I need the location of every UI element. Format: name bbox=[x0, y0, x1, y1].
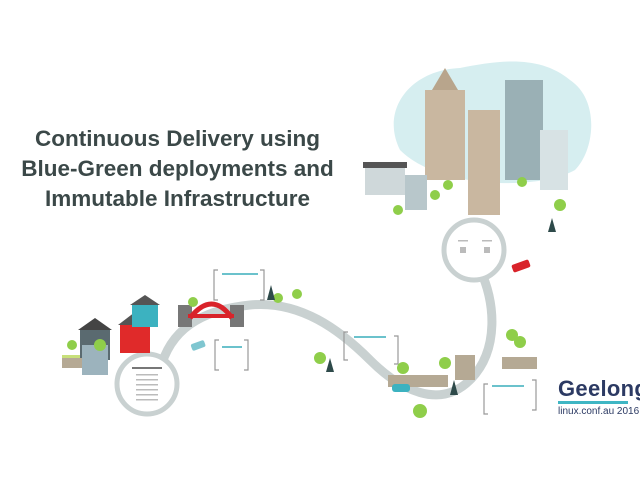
bridge bbox=[178, 301, 244, 327]
teal-car bbox=[392, 384, 410, 392]
blue-car bbox=[190, 340, 206, 351]
geelong-logo: Geelong linux.conf.au 2016 bbox=[558, 378, 640, 417]
logo-main-text: Geelong bbox=[558, 376, 640, 401]
presentation-title: Continuous Delivery using Blue-Green dep… bbox=[10, 124, 345, 214]
title-line-1: Continuous Delivery using bbox=[34, 126, 321, 151]
title-line-3: Immutable Infrastructure bbox=[44, 186, 311, 211]
frame-bottom[interactable] bbox=[483, 379, 537, 415]
frame-right[interactable] bbox=[343, 331, 399, 365]
topic-circle-top[interactable] bbox=[441, 217, 507, 283]
red-car bbox=[511, 259, 531, 273]
logo-accent-bar bbox=[558, 401, 628, 404]
logo-sub-text: linux.conf.au 2016 bbox=[558, 406, 640, 417]
frame-middle[interactable] bbox=[214, 339, 249, 371]
walls bbox=[62, 355, 537, 387]
trees bbox=[67, 177, 566, 418]
dark-trees bbox=[267, 218, 556, 395]
circle-top-lines bbox=[458, 240, 492, 253]
title-line-2: Blue-Green deployments and bbox=[21, 156, 334, 181]
city-skyline bbox=[363, 68, 568, 215]
frame-top[interactable] bbox=[213, 269, 265, 301]
circle-bottom-lines bbox=[132, 367, 162, 401]
